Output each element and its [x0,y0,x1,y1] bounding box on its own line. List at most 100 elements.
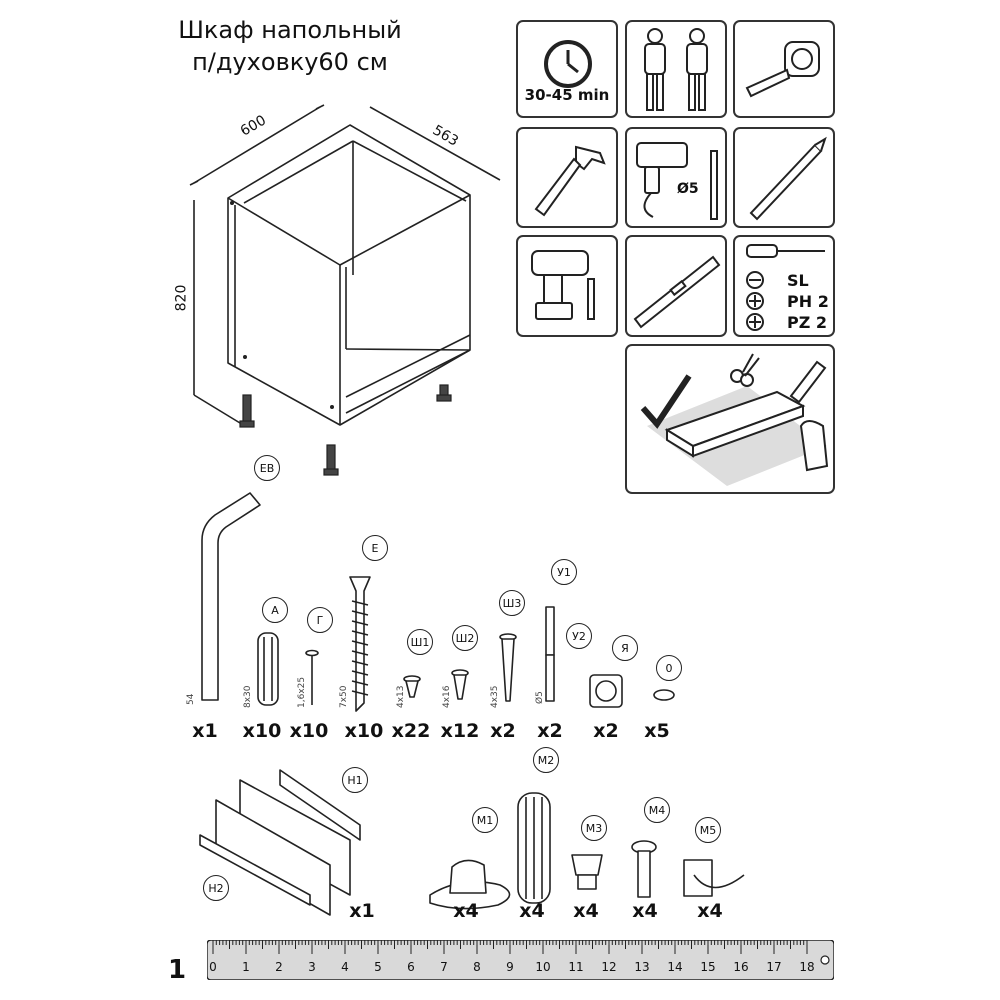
part-label-U1: У1 [551,559,577,585]
screwdriver-tile: SL PH 2 PZ 2 [733,235,835,337]
screwdriver-icon [746,244,778,258]
hammer-icon [534,145,606,217]
ruler-number: 11 [568,960,584,974]
screwdriver-slot-label: SL [787,271,809,290]
utility-knife-icon [789,360,827,404]
part-label-M3: М3 [581,815,607,841]
time-label: 30-45 min [524,86,610,104]
pencil-tile [733,127,835,228]
title: Шкаф напольный п/духовку60 см [150,14,430,78]
qty-U2: x2 [537,720,563,742]
part-label-M1: М1 [472,807,498,833]
ruler-number: 7 [440,960,448,974]
screwdriver-ph-label: PH 2 [787,292,829,311]
qty-E: x10 [344,720,384,742]
part-label-M4: М4 [644,797,670,823]
ruler-number: 3 [308,960,316,974]
ruler-number: 17 [766,960,782,974]
qty-SH2: x12 [440,720,480,742]
qty-EB: x1 [192,720,218,742]
part-label-U2: У2 [566,623,592,649]
height-dimension: 820 [173,284,190,312]
part-label-O: 0 [656,655,682,681]
ruler-number: 4 [341,960,349,974]
part-label-G: Г [307,607,333,633]
cabinet-drawing [189,104,501,476]
part-label-M5: М5 [695,817,721,843]
qty-M1: x4 [453,900,479,922]
ruler-number: 14 [667,960,683,974]
level-tile [625,235,727,337]
ruler-number: 16 [733,960,749,974]
tape-measure-icon [745,41,820,98]
size-SH1: 4x13 [396,685,406,708]
two-people-icon [644,28,708,111]
size-SH2: 4x16 [442,685,452,708]
plinth-clip-icon [683,859,713,897]
qty-G: x10 [289,720,329,742]
ruler-number: 10 [535,960,551,974]
ruler-number: 5 [374,960,382,974]
drawer-runner-icon [199,769,361,916]
size-E: 7x50 [339,685,349,708]
size-U2: Ø5 [535,691,545,704]
part-label-SH3: Ш3 [499,590,525,616]
qty-O: x5 [644,720,670,742]
part-label-A: A [262,597,288,623]
ruler-number: 1 [242,960,250,974]
two-people-tile [625,20,727,118]
tape-measure-tile [733,20,835,118]
dowel-icon [257,632,279,706]
part-label-E: E [362,535,388,561]
time-tile: 30-45 min [516,20,618,118]
part-label-H1: Н1 [342,767,368,793]
qty-M4: x4 [632,900,658,922]
cordless-drill-tile [516,235,618,337]
qty-M3: x4 [573,900,599,922]
part-label-M2: М2 [533,747,559,773]
size-A: 8x30 [243,685,253,708]
hand-icon [799,420,829,472]
part-label-YA: Я [612,635,638,661]
qty-SH3: x2 [490,720,516,742]
ruler-number: 13 [634,960,650,974]
qty-M5: x4 [697,900,723,922]
barrel-nut-u2-icon [545,654,555,702]
part-label-H2: Н2 [203,875,229,901]
unpacking-tile [625,344,835,494]
ruler-number: 8 [473,960,481,974]
qty-M2: x4 [519,900,545,922]
drill-icon [636,142,718,220]
unpacking-icon [640,353,829,486]
drill-tile: Ø5 [625,127,727,228]
leg-foot-icon [571,854,603,876]
confirmat-icon [349,576,371,712]
size-SH3: 4x35 [490,685,500,708]
part-label-SH1: Ш1 [407,629,433,655]
drill-bit-size: Ø5 [677,181,699,197]
pencil-icon [749,136,827,221]
ruler-number: 15 [700,960,716,974]
ruler-number: 0 [209,960,217,974]
ruler-number: 12 [601,960,617,974]
plug-icon [653,689,675,701]
qty-SH1: x22 [391,720,431,742]
page-number: 1 [168,955,187,985]
title-line-2: п/духовку60 см [192,48,388,76]
hammer-tile [516,127,618,228]
ruler-number: 2 [275,960,283,974]
ruler-number: 6 [407,960,415,974]
size-EB: 54 [186,693,196,705]
bolt-u1-icon [545,606,555,656]
clock-icon [544,40,592,88]
cordless-drill-icon [531,250,595,320]
screwdriver-pz-label: PZ 2 [787,313,828,332]
qty-A: x10 [242,720,282,742]
part-label-SH2: Ш2 [452,625,478,651]
spirit-level-icon [633,255,721,329]
qty-YA: x2 [593,720,619,742]
title-line-1: Шкаф напольный [178,16,402,44]
ruler-number: 18 [799,960,815,974]
part-label-EB: EB [254,455,280,481]
